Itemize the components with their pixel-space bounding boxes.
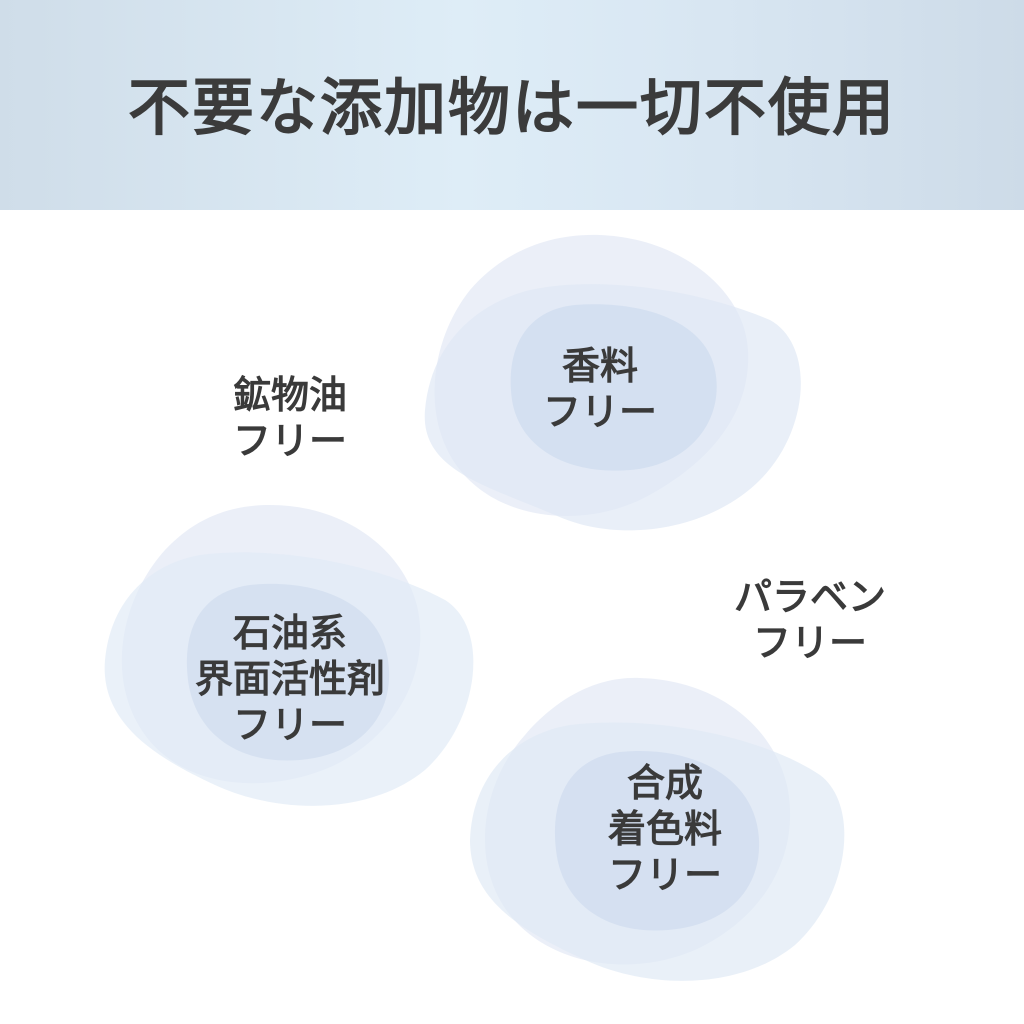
item-coloring-line2: 着色料 bbox=[607, 806, 722, 851]
item-mineral-oil-line2: フリー bbox=[232, 418, 347, 463]
item-surfactant-line2: 界面活性剤 bbox=[194, 656, 385, 701]
blob-surfactant-inner bbox=[186, 583, 390, 761]
blob-cluster-surfactant bbox=[104, 505, 474, 806]
item-fragrance-line2: フリー bbox=[542, 389, 657, 434]
item-mineral-oil-line1: 鉱物油 bbox=[232, 372, 347, 417]
page-title: 不要な添加物は一切不使用 bbox=[127, 71, 896, 144]
blob-coloring-inner bbox=[554, 750, 760, 931]
item-surfactant-line1: 石油系 bbox=[232, 610, 347, 655]
item-mineral-oil-free: 鉱物油 フリー bbox=[190, 372, 390, 464]
item-surfactant-line3: フリー bbox=[232, 702, 347, 747]
blob-fragrance-inner bbox=[510, 304, 717, 471]
item-coloring-line3: フリー bbox=[607, 852, 722, 897]
item-paraben-line2: フリー bbox=[752, 620, 867, 665]
blob-cluster-fragrance bbox=[424, 234, 801, 531]
item-coloring-line1: 合成 bbox=[626, 760, 703, 805]
blob-cluster-coloring bbox=[470, 677, 845, 981]
item-surfactant-free: 石油系 界面活性剤 フリー bbox=[160, 610, 420, 748]
item-fragrance-free: 香料 フリー bbox=[500, 343, 700, 435]
item-paraben-line1: パラベン bbox=[733, 574, 886, 619]
item-paraben-free: パラベン フリー bbox=[710, 574, 910, 666]
item-fragrance-line1: 香料 bbox=[561, 343, 638, 388]
item-coloring-free: 合成 着色料 フリー bbox=[565, 760, 765, 898]
header-banner: 不要な添加物は一切不使用 bbox=[0, 0, 1024, 210]
